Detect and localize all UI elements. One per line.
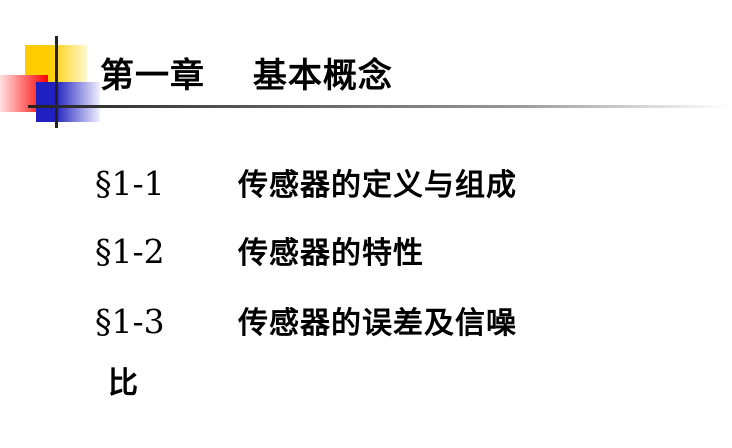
logo-blue-square [36,82,100,122]
slide-title: 第一章 基本概念 [100,56,393,96]
title-underline [28,105,728,108]
list-item: §1-2 传感器的特性 [95,228,424,272]
section-title: 传感器的定义与组成 [238,168,517,203]
section-title: 传感器的误差及信噪 [238,306,517,341]
section-title-continuation: 比 [108,366,138,401]
section-number: §1-1 [95,164,165,203]
list-item: §1-1 传感器的定义与组成 [95,160,517,204]
list-item: §1-3 传感器的误差及信噪 [95,298,517,342]
logo-vertical-line [55,36,58,128]
section-number: §1-3 [95,302,165,341]
section-title: 传感器的特性 [238,236,424,271]
section-number: §1-2 [95,232,165,271]
